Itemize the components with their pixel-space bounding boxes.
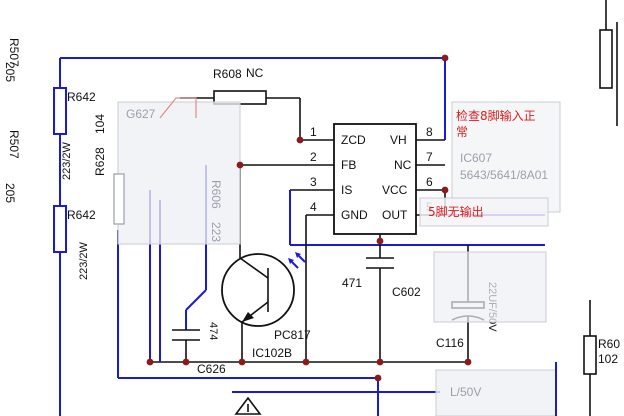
label-r608-nc: NC <box>246 66 264 80</box>
resistor-r642-b <box>53 205 67 253</box>
label-ic607: IC607 <box>460 151 492 165</box>
label-pc817: PC817 <box>274 328 311 342</box>
label-r608: R608 <box>213 67 242 81</box>
junction-dot <box>441 54 449 62</box>
label-r60x: R60 <box>598 337 620 351</box>
pin4-name: GND <box>341 208 368 222</box>
label-c116: C116 <box>436 336 464 350</box>
label-r642-a: R642 <box>67 90 96 104</box>
pin6-name: VCC <box>382 183 408 197</box>
faded-resistor <box>113 173 125 225</box>
junction-dot <box>296 136 304 144</box>
pin8-name: VH <box>390 133 407 147</box>
pin7-number: 7 <box>426 150 433 164</box>
label-c602: C602 <box>392 285 421 299</box>
label-205-mid: 205 <box>3 183 17 203</box>
faded-label-b: 223 <box>209 222 223 242</box>
label-ic102b: IC102B <box>252 346 292 360</box>
label-r628: R628 <box>93 147 107 176</box>
resistor-r60x <box>583 335 597 375</box>
light-arrow-b <box>298 255 306 263</box>
pin5-name: OUT <box>382 208 408 222</box>
pin2-number: 2 <box>310 150 317 164</box>
faded-overlay-left <box>117 101 241 245</box>
wire-c626-bend <box>185 289 207 311</box>
resistor-r642-a <box>53 87 67 135</box>
pin3-name: IS <box>341 183 352 197</box>
junction-dot <box>374 374 382 382</box>
pin4-number: 4 <box>310 200 317 214</box>
label-r507-top: R507 <box>7 38 21 67</box>
label-205-top: 205 <box>3 62 17 82</box>
pin2-name: FB <box>341 158 356 172</box>
annotation-check-pin8-line1: 检查8脚输入正 <box>456 108 536 123</box>
transistor-collector <box>239 257 269 279</box>
transistor-emitter-arrow <box>242 312 254 322</box>
light-arrowhead-b <box>295 252 301 258</box>
light-arrow-a <box>291 261 299 269</box>
faded-overlay-bottom <box>435 369 557 416</box>
pin7-name: NC <box>394 158 412 172</box>
label-c626-val: 474 <box>207 322 219 340</box>
label-r642-b-val: 223/2W <box>78 241 90 280</box>
junction-dot <box>376 237 384 245</box>
label-ic607-parts: 5643/5641/8A01 <box>460 168 548 182</box>
junction-dot <box>236 161 244 169</box>
junction-dot <box>238 358 246 366</box>
pin1-name: ZCD <box>341 133 366 147</box>
label-c626: C626 <box>197 362 226 376</box>
label-r60x-val: 102 <box>598 352 618 366</box>
annotation-check-pin8-line2: 常 <box>456 125 468 139</box>
junction-dot <box>182 358 190 366</box>
callout-pin5 <box>419 197 549 227</box>
label-r507-mid: R507 <box>7 130 21 159</box>
light-arrowhead-a <box>288 258 294 264</box>
label-r628-val: 104 <box>93 114 107 134</box>
transistor-pc817-body <box>221 253 295 327</box>
junction-dot <box>376 358 384 366</box>
junction-dot <box>464 358 472 366</box>
label-r642-b: R642 <box>67 208 96 222</box>
pin1-number: 1 <box>310 125 317 139</box>
faded-label-a: G627 <box>126 107 156 121</box>
junction-dot <box>441 186 449 194</box>
annotation-pin5-no-output: 5脚无输出 <box>428 204 484 219</box>
junction-dot <box>302 358 310 366</box>
faded-overlay-c116 <box>433 251 547 323</box>
pin3-number: 3 <box>310 175 317 189</box>
ic-body <box>333 123 417 235</box>
pin6-number: 6 <box>426 175 433 189</box>
label-r642-a-val: 223/2W <box>61 141 73 180</box>
junction-dot <box>146 358 154 366</box>
faded-label-c: R606 <box>209 180 223 209</box>
label-c602-val: 471 <box>342 276 362 290</box>
pin8-number: 8 <box>426 125 433 139</box>
faded-overlay-red-trace <box>159 97 197 119</box>
faded-label-d: L/50V <box>450 385 481 399</box>
resistor-right-top <box>599 29 613 89</box>
